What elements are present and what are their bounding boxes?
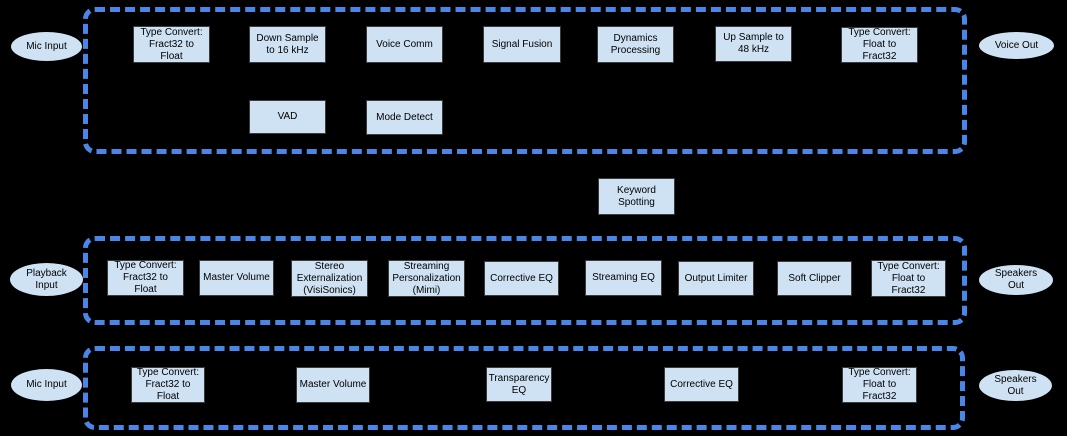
node-transparency-eq: Transparency EQ — [486, 367, 552, 402]
group-voice-uplink-chain — [83, 7, 967, 154]
node-corrective-eq-2: Corrective EQ — [664, 367, 739, 402]
node-signal-fusion: Signal Fusion — [483, 26, 561, 63]
endpoint-playback-input: Playback Input — [8, 261, 85, 298]
group-mic-transparency-chain — [83, 346, 965, 430]
endpoint-mic-input-1: Mic Input — [9, 30, 84, 63]
group-playback-chain — [83, 236, 967, 325]
node-dynamics-processing: Dynamics Processing — [597, 26, 674, 63]
node-type-convert-fract32-to-float-1: Type Convert: Fract32 to Float — [133, 26, 210, 63]
node-corrective-eq-1: Corrective EQ — [484, 261, 559, 296]
node-streaming-eq: Streaming EQ — [585, 260, 662, 296]
node-type-convert-fract32-to-float-3: Type Convert: Fract32 to Float — [131, 367, 205, 403]
endpoint-speakers-out-1: Speakers Out — [977, 263, 1055, 297]
endpoint-speakers-out-2: Speakers Out — [977, 368, 1054, 403]
endpoint-mic-input-2: Mic Input — [9, 367, 84, 403]
node-down-sample-16khz: Down Sample to 16 kHz — [249, 26, 326, 63]
node-stereo-externalization: Stereo Externalization (VisiSonics) — [291, 260, 368, 297]
node-up-sample-48khz: Up Sample to 48 kHz — [715, 26, 792, 62]
node-type-convert-float-to-fract32-1: Type Convert: Float to Fract32 — [841, 27, 918, 63]
node-output-limiter: Output Limiter — [678, 261, 754, 296]
node-streaming-personalization: Streaming Personalization (Mimi) — [388, 260, 465, 297]
node-master-volume-2: Master Volume — [296, 367, 370, 403]
node-type-convert-fract32-to-float-2: Type Convert: Fract32 to Float — [107, 260, 184, 296]
node-type-convert-float-to-fract32-2: Type Convert: Float to Fract32 — [871, 260, 946, 297]
node-voice-comm: Voice Comm — [366, 26, 443, 63]
node-soft-clipper: Soft Clipper — [777, 261, 852, 296]
node-type-convert-float-to-fract32-3: Type Convert: Float to Fract32 — [842, 367, 917, 403]
node-master-volume-1: Master Volume — [199, 260, 274, 296]
node-vad: VAD — [249, 100, 326, 134]
node-keyword-spotting: Keyword Spotting — [598, 178, 675, 215]
endpoint-voice-out: Voice Out — [977, 30, 1056, 61]
node-mode-detect: Mode Detect — [366, 100, 443, 135]
